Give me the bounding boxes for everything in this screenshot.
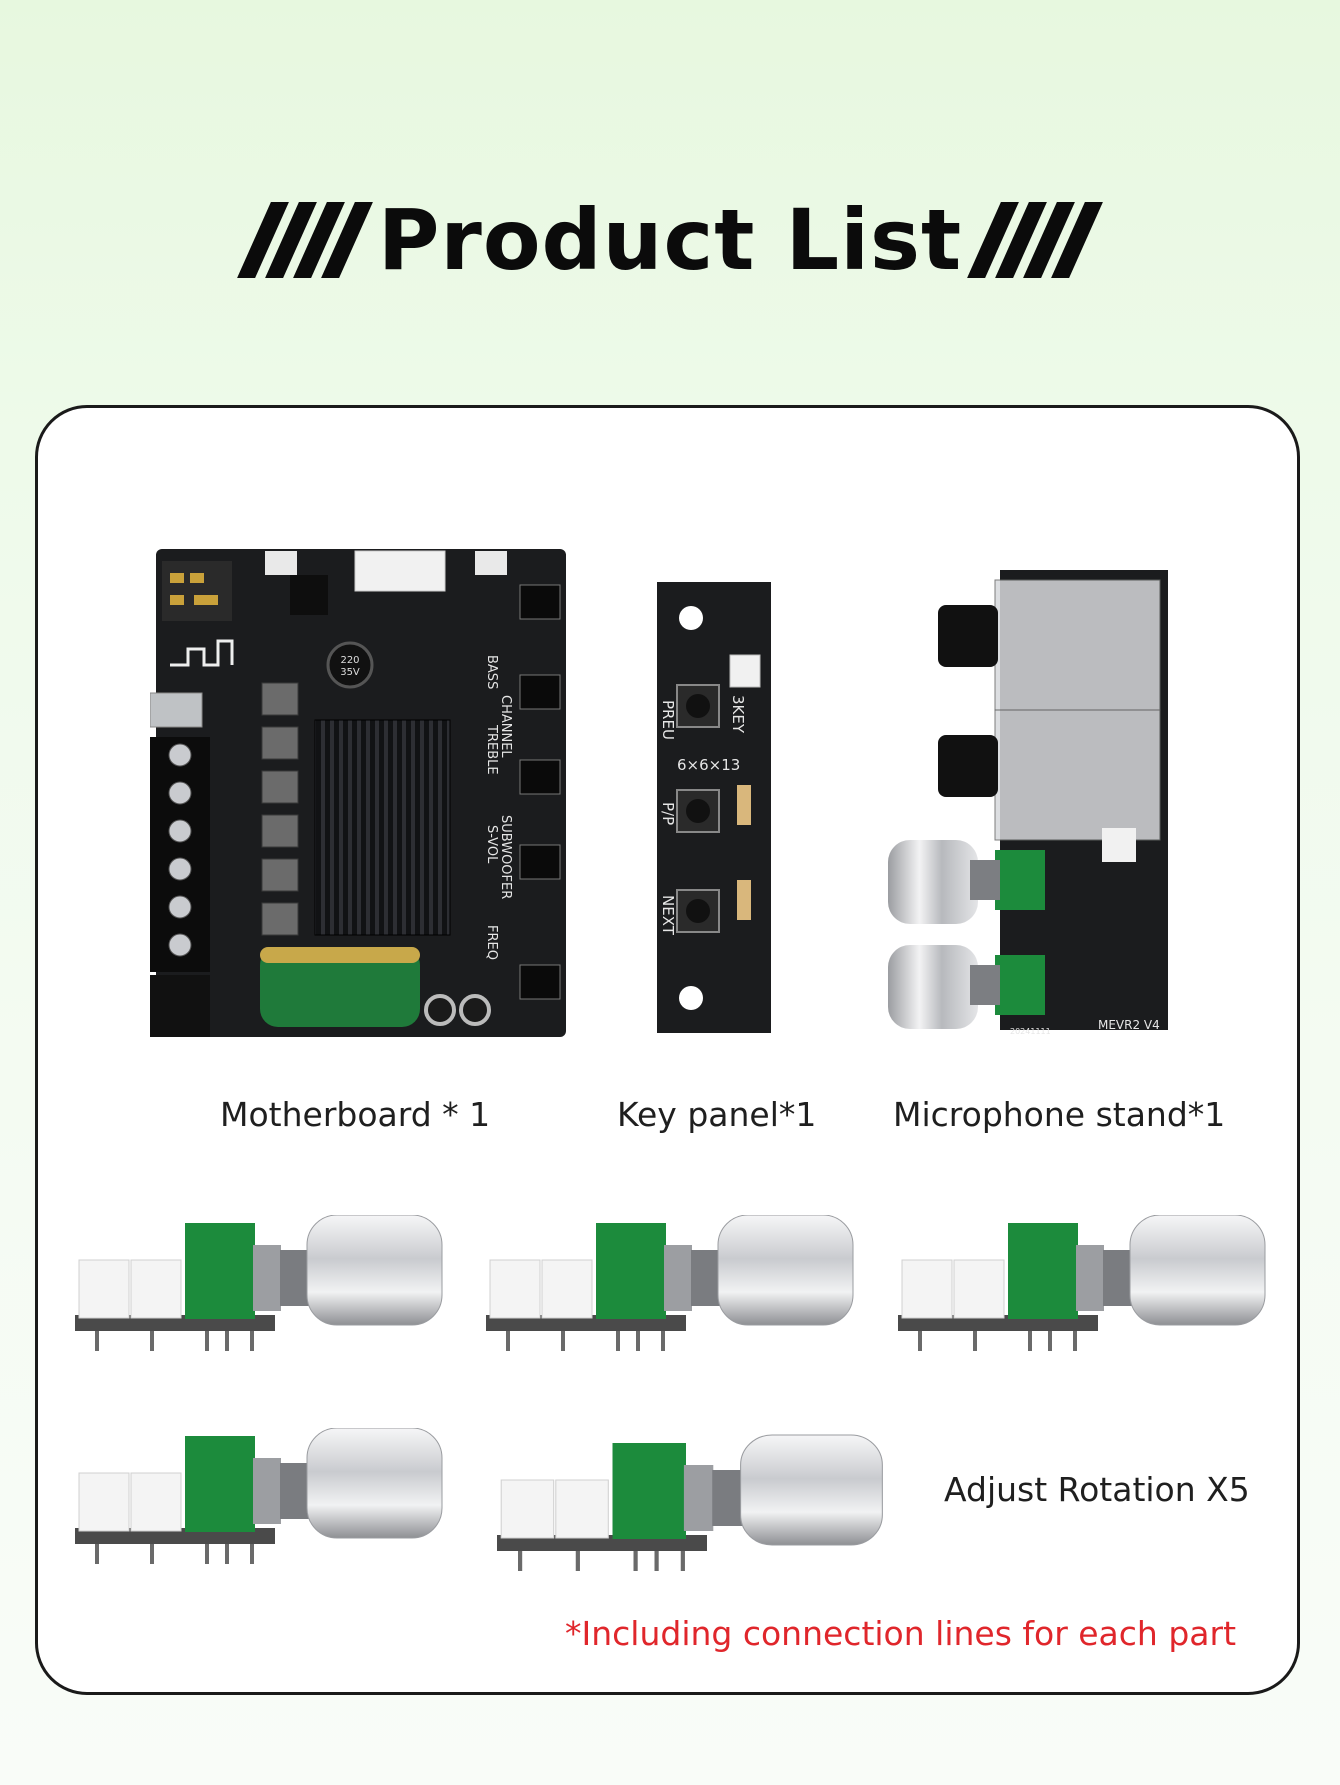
potentiometer-module-2 [486,1215,854,1352]
svg-text:220: 220 [340,655,359,666]
svg-text:S-VOL: S-VOL [484,825,499,864]
footer-note: *Including connection lines for each par… [565,1614,1237,1653]
svg-text:CHANNEL: CHANNEL [498,695,513,758]
svg-text:SUBWOOFER: SUBWOOFER [498,815,513,899]
svg-text:BASS: BASS [484,655,499,689]
svg-text:TREBLE: TREBLE [484,724,499,775]
right-stripes-decoration [967,202,1104,278]
key-panel-image: PREU P/P NEXT 6×6×13 3KEY [657,582,771,1033]
page-header: Product List [0,190,1340,290]
page-title: Product List [377,191,963,289]
microphone-stand-image: MEVR2 V4 20241111 [888,570,1168,1036]
svg-text:3KEY: 3KEY [729,695,747,734]
motherboard-image: 220 35V BASS TREBLE CHANNEL S-VOL SUBWOO… [150,549,566,1037]
mic-model-label: MEVR2 V4 [1098,1018,1160,1032]
caption-microphone-stand: Microphone stand*1 [893,1095,1226,1134]
caption-adjust-rotation: Adjust Rotation X5 [944,1470,1250,1509]
svg-text:FREQ: FREQ [484,925,499,960]
svg-text:PREU: PREU [659,700,677,740]
svg-text:20241111: 20241111 [1010,1027,1051,1036]
potentiometer-module-1 [75,1215,443,1352]
svg-text:6×6×13: 6×6×13 [677,756,740,774]
potentiometer-module-3 [898,1215,1266,1352]
svg-text:P/P: P/P [659,802,677,825]
svg-text:35V: 35V [340,667,360,678]
caption-motherboard: Motherboard * 1 [220,1095,491,1134]
left-stripes-decoration [236,202,373,278]
potentiometer-module-4 [75,1428,443,1565]
caption-key-panel: Key panel*1 [617,1095,817,1134]
potentiometer-module-5 [497,1434,883,1572]
svg-text:NEXT: NEXT [659,895,677,936]
